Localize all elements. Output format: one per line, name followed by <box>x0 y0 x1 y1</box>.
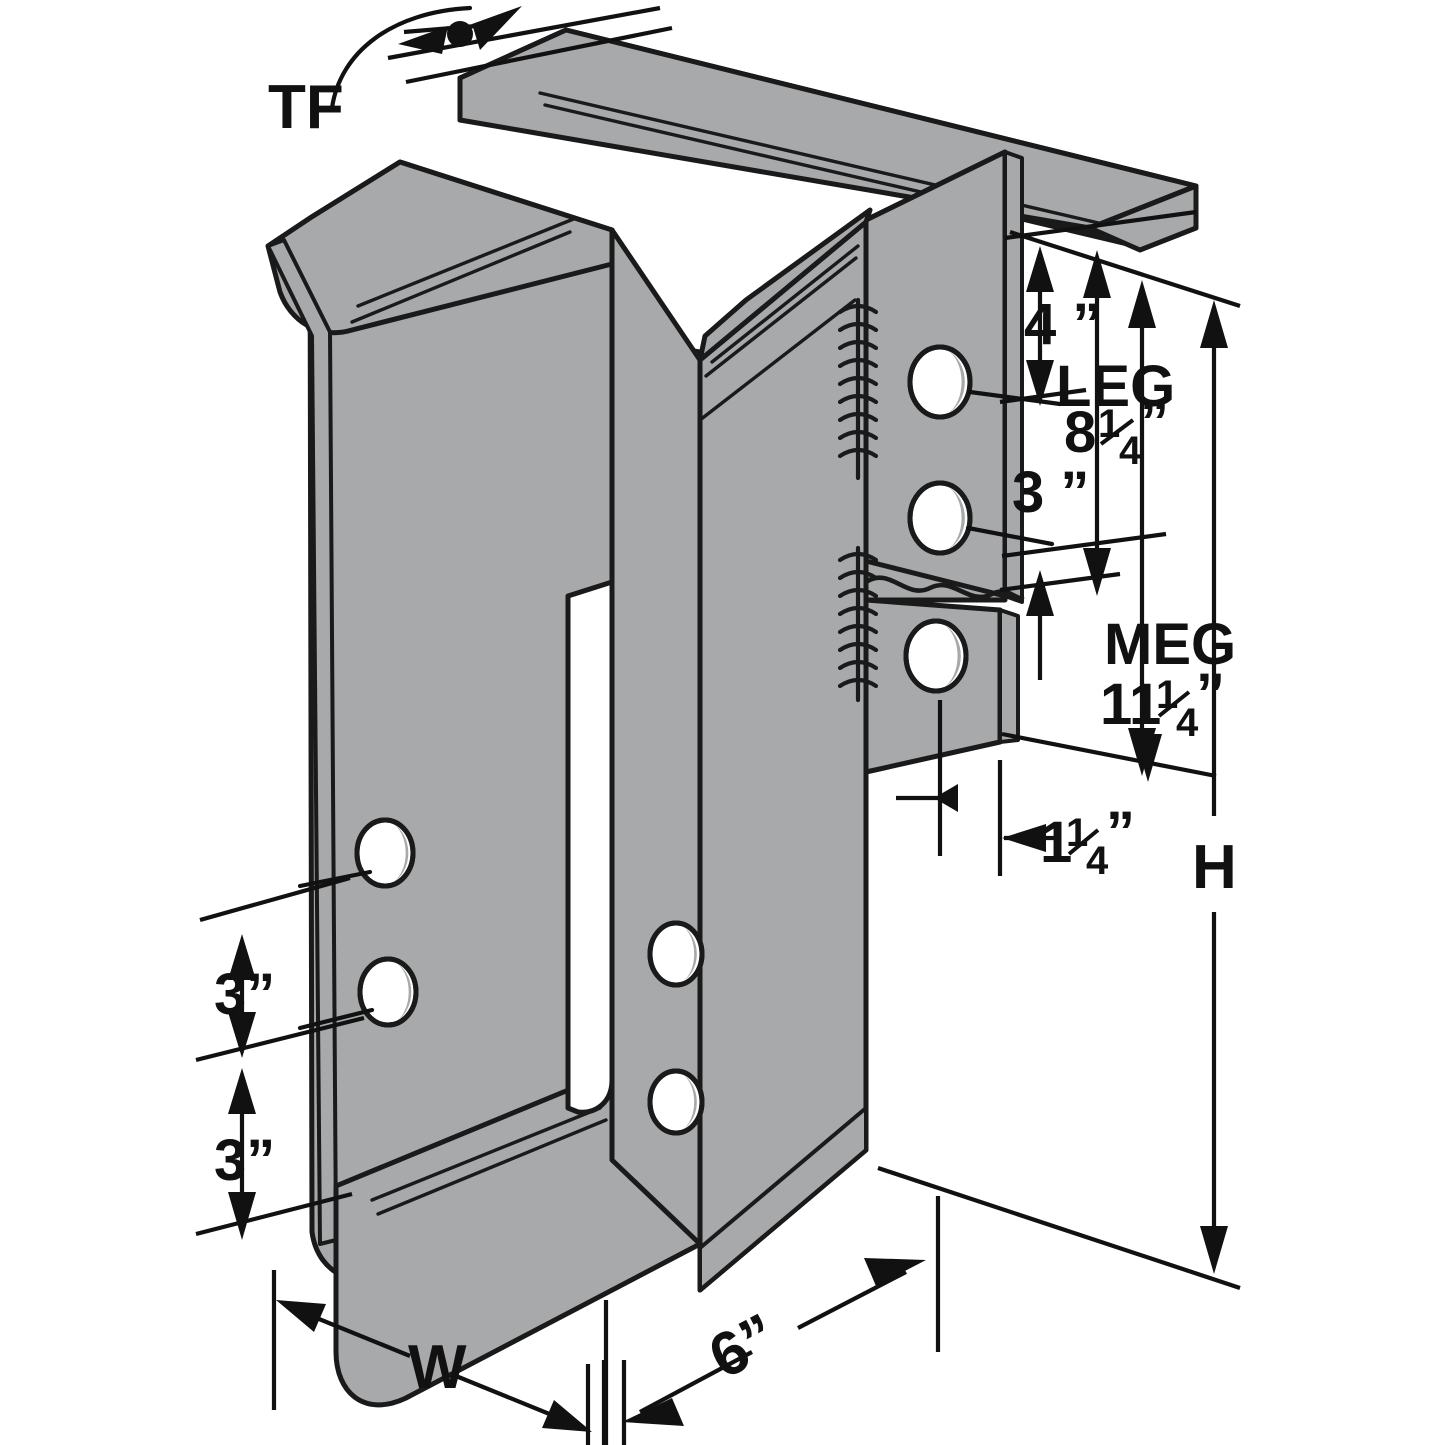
bolt-hole-flange-middle <box>907 480 973 556</box>
dimension-width: W <box>271 1270 609 1445</box>
left-panel-outer-lip <box>266 238 338 1246</box>
leg-label: LEG <box>1056 354 1175 419</box>
left-spacing-upper-label: 3” <box>214 962 275 1027</box>
bolt-hole-left-upper <box>354 817 416 889</box>
dimension-overall-height: H <box>877 230 1241 1290</box>
right-panel-crease <box>710 244 860 364</box>
width-depth-separator <box>585 1360 607 1445</box>
left-panel-crease-b <box>356 216 578 308</box>
dimension-edge-distance: 1 1 4 ” <box>896 700 1135 883</box>
depth-label: 6” <box>698 1301 788 1393</box>
weld-serrations-upper <box>837 297 879 481</box>
edge-distance-frac-denominator: 4 <box>1086 839 1109 883</box>
right-panel-bottom-edge <box>698 1106 868 1292</box>
bottom-seat <box>333 1069 703 1408</box>
dimension-leg: LEG 8 1 4 ” <box>967 250 1175 596</box>
bottom-seat-crease-b <box>376 1118 608 1216</box>
edge-distance-unit: ” <box>1106 800 1135 865</box>
bracket-body <box>265 27 1199 1408</box>
bolt-hole-flange-top <box>907 344 973 420</box>
leg-unit: ” <box>1140 390 1169 455</box>
leg-frac-denominator: 4 <box>1119 429 1142 473</box>
top-flange-crease-2 <box>543 103 1130 242</box>
bottom-seat-crease-a <box>370 1106 602 1202</box>
top-flange-top-surface <box>457 27 1199 231</box>
right-side-panel-chamfer <box>697 207 873 363</box>
dimension-left-spacing-lower: 3” <box>195 1068 353 1240</box>
dim-4in-label: 4 ” <box>1024 292 1101 357</box>
leader-left-hole-lower <box>297 1007 375 1031</box>
bolt-hole-left-lower <box>357 956 419 1028</box>
meg-unit: ” <box>1196 662 1225 727</box>
bolt-hole-front-lower <box>647 1068 705 1136</box>
leg-value: 8 <box>1064 400 1096 465</box>
vertical-slot <box>565 579 615 1115</box>
left-panel-crease-a <box>350 230 572 324</box>
leader-left-hole-upper <box>297 869 373 889</box>
meg-value: 11 <box>1100 672 1161 737</box>
flange-break-line <box>863 575 1025 601</box>
dim-3in-right-label: 3 ” <box>1012 460 1089 525</box>
right-flange-lower-edge <box>998 608 1020 744</box>
dimension-left-spacing-upper: 3” <box>195 875 365 1063</box>
right-panel-crease-2 <box>704 256 858 378</box>
edge-distance-value: 1 <box>1040 810 1072 875</box>
bolt-hole-flange-bottom <box>903 618 969 694</box>
left-spacing-lower-label: 3” <box>214 1128 275 1193</box>
diagonal-fold-crease <box>698 298 857 422</box>
dimension-4in: 4 ” <box>1004 209 1197 406</box>
tf-label: TF <box>268 73 344 142</box>
meg-frac-denominator: 4 <box>1176 701 1199 745</box>
height-label: H <box>1192 833 1237 902</box>
right-flange-edge-upper <box>1003 150 1024 604</box>
bolt-hole-front-upper <box>647 920 705 988</box>
weld-serrations-lower <box>837 545 879 703</box>
dimension-top-flange-thickness: TF <box>268 5 673 142</box>
width-label: W <box>408 1333 467 1402</box>
dimension-meg: MEG 11 1 4 ” <box>999 570 1236 782</box>
